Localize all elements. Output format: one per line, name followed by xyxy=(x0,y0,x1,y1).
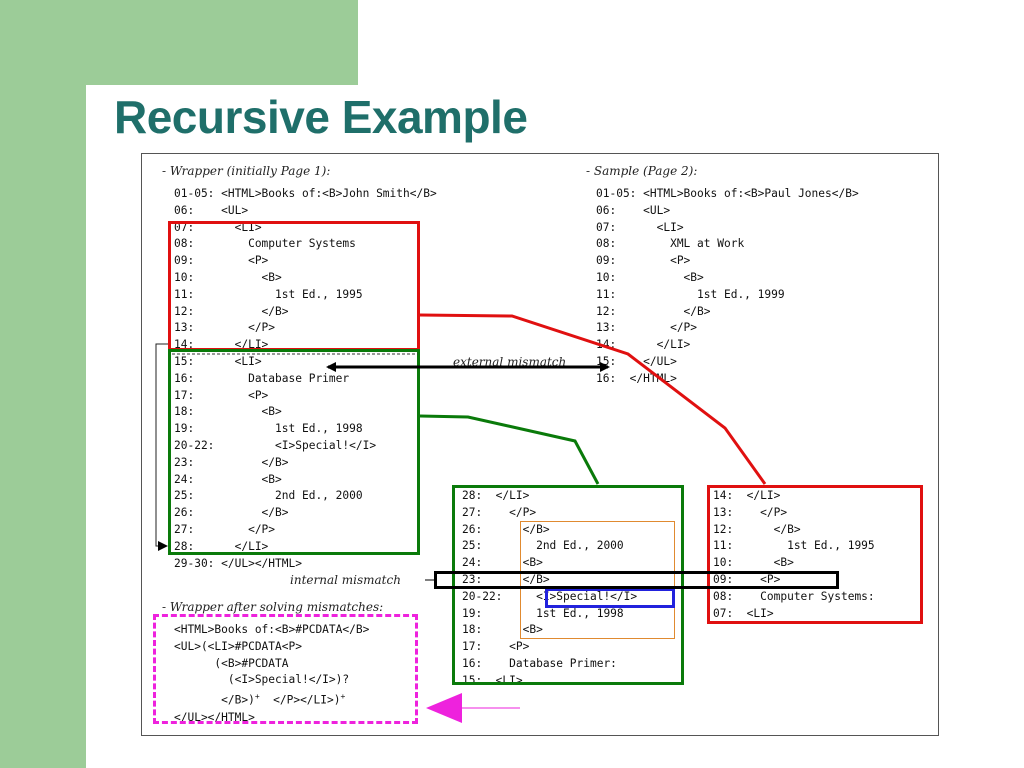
solved-line: <HTML>Books of:<B>#PCDATA</B> xyxy=(174,623,370,636)
right-line: 14: </LI> xyxy=(713,489,781,502)
middle-line: 27: </P> xyxy=(462,505,537,519)
right-line: 08: Computer Systems: xyxy=(713,589,875,603)
sample-line: 01-05: <HTML>Books of:<B>Paul Jones</B> xyxy=(596,187,859,200)
middle-line: 28: </LI> xyxy=(462,489,530,502)
sample-line: 10: <B> xyxy=(596,270,704,284)
wrapper-line: 10: <B> xyxy=(174,270,282,284)
blue-special-box xyxy=(545,588,675,608)
solved-line: (<I>Special!</I>)? xyxy=(174,673,350,687)
wrapper-line: 14: </LI> xyxy=(174,338,269,352)
wrapper-line: 11: 1st Ed., 1995 xyxy=(174,287,363,301)
sample-line: 13: </P> xyxy=(596,321,698,335)
internal-mismatch-label: internal mismatch xyxy=(290,573,401,587)
wrapper-line: 28: </LI> xyxy=(174,539,269,553)
sample-line: 07: <LI> xyxy=(596,220,684,234)
right-square-code: 14: </LI> 13: </P> 12: </B> 11: 1st Ed., 19… xyxy=(713,488,875,622)
sample-line: 08: XML at Work xyxy=(596,237,745,251)
solved-wrapper-listing: <HTML>Books of:<B>#PCDATA</B> <UL>(<LI>#P… xyxy=(174,622,369,727)
red-square-left xyxy=(168,221,420,351)
wrapper-line: 15: <LI> xyxy=(174,354,262,368)
middle-line: 19: 1st Ed., 1998 xyxy=(462,606,624,620)
magenta-solved-box xyxy=(153,614,418,724)
right-line: 13: </P> xyxy=(713,505,788,519)
wrapper-line: 16: Database Primer xyxy=(174,371,350,385)
sample-line: 09: <P> xyxy=(596,254,691,268)
wrapper-caption: - Wrapper (initially Page 1): xyxy=(162,164,331,178)
right-line: 07: <LI> xyxy=(713,606,774,620)
wrapper-line: 27: </P> xyxy=(174,522,276,536)
wrapper-line: 23: </B> xyxy=(174,455,289,469)
sample-line: 06: <UL> xyxy=(596,203,671,217)
middle-square-code: 28: </LI> 27: </P> 26: </B> 25: 2nd Ed., 20… xyxy=(462,488,637,690)
wrapper-line: 09: <P> xyxy=(174,254,269,268)
wrapper-line: 29-30: </UL></HTML> xyxy=(174,556,302,570)
middle-line: 16: Database Primer: xyxy=(462,656,617,670)
orange-subsquare xyxy=(520,521,675,639)
sample-line: 11: 1st Ed., 1999 xyxy=(596,287,785,301)
accent-bar-left xyxy=(0,0,86,768)
sample-line: 16: </HTML> xyxy=(596,371,677,385)
red-square-right xyxy=(707,485,923,624)
black-mismatch-box xyxy=(434,571,839,589)
sample-code-listing: 01-05: <HTML>Books of:<B>Paul Jones</B> 0… xyxy=(596,186,859,388)
right-line: 10: <B> xyxy=(713,556,794,570)
slide-title: Recursive Example xyxy=(114,91,528,143)
wrapper-line: 06: <UL> xyxy=(174,203,249,217)
right-line: 09: <P> xyxy=(713,572,781,586)
right-line: 12: </B> xyxy=(713,522,801,536)
middle-line: 25: 2nd Ed., 2000 xyxy=(462,539,624,553)
solved-line: </B>)+ </P></LI>)+ xyxy=(174,692,346,707)
middle-line: 23: </B> xyxy=(462,572,550,586)
middle-line: 17: <P> xyxy=(462,640,530,654)
middle-line: 24: <B> xyxy=(462,556,543,570)
middle-line: 20-22: <I>Special!</I> xyxy=(462,589,638,603)
wrapper-line: 12: </B> xyxy=(174,304,289,318)
wrapper-line: 26: </B> xyxy=(174,506,289,520)
right-line: 11: 1st Ed., 1995 xyxy=(713,539,875,553)
green-square-middle xyxy=(452,485,684,685)
wrapper-line: 08: Computer Systems xyxy=(174,237,356,251)
external-mismatch-label: external mismatch xyxy=(451,355,569,369)
sample-line: 14: </LI> xyxy=(596,338,691,352)
wrapper-line: 19: 1st Ed., 1998 xyxy=(174,422,363,436)
middle-line: 18: <B> xyxy=(462,623,543,637)
sample-caption: - Sample (Page 2): xyxy=(586,164,698,178)
wrapper-line: 20-22: <I>Special!</I> xyxy=(174,438,377,452)
solved-line: (<B>#PCDATA xyxy=(174,656,289,670)
green-square-left xyxy=(168,349,420,555)
wrapper-line: 24: <B> xyxy=(174,472,282,486)
sample-line: 15: </UL> xyxy=(596,354,677,368)
sample-line: 12: </B> xyxy=(596,304,711,318)
wrapper-line: 13: </P> xyxy=(174,321,276,335)
solved-line: <UL>(<LI>#PCDATA<P> xyxy=(174,639,302,653)
solved-line: </UL></HTML> xyxy=(174,710,255,724)
wrapper-line: 17: <P> xyxy=(174,388,269,402)
after-caption: - Wrapper after solving mismatches: xyxy=(162,600,387,614)
wrapper-line: 18: <B> xyxy=(174,405,282,419)
wrapper-line: 01-05: <HTML>Books of:<B>John Smith</B> xyxy=(174,187,437,200)
wrapper-line: 25: 2nd Ed., 2000 xyxy=(174,489,363,503)
middle-line: 26: </B> xyxy=(462,522,550,536)
